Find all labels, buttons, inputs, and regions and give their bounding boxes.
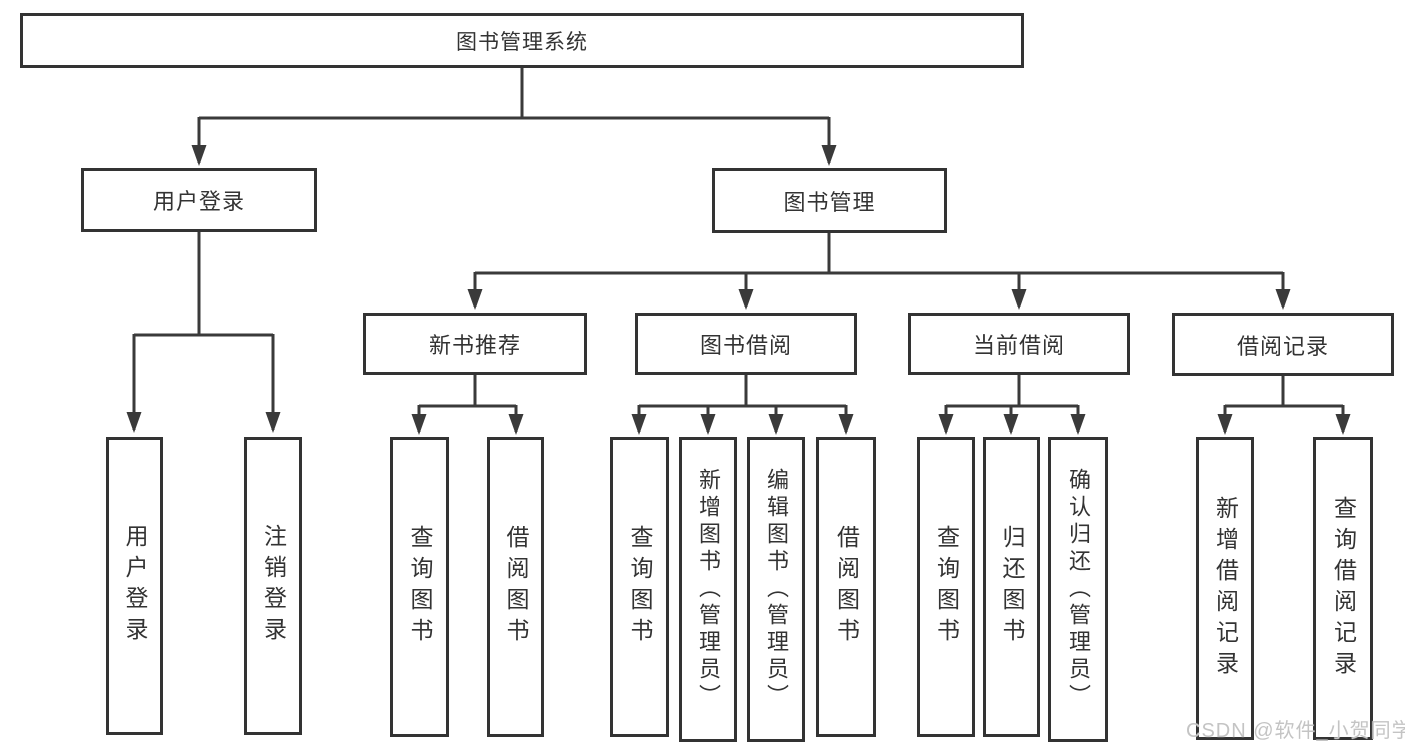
node-leaf-query-books-recommend: 查询图书 (390, 437, 449, 737)
node-leaf-confirm-return-admin: 确认归还（管理员） (1048, 437, 1108, 742)
node-leaf-query-books-borrow: 查询图书 (610, 437, 669, 737)
node-leaf-borrow-books-recommend: 借阅图书 (487, 437, 544, 737)
node-leaf-add-borrow-record: 新增借阅记录 (1196, 437, 1254, 740)
node-leaf-return-books: 归还图书 (983, 437, 1040, 737)
node-new-book-recommend: 新书推荐 (363, 313, 587, 375)
node-root: 图书管理系统 (20, 13, 1024, 68)
node-book-borrow: 图书借阅 (635, 313, 857, 375)
connectors-group (126, 65, 1351, 435)
node-leaf-borrow-books: 借阅图书 (816, 437, 876, 737)
node-current-borrow: 当前借阅 (908, 313, 1130, 375)
node-leaf-add-books-admin: 新增图书（管理员） (679, 437, 737, 742)
node-leaf-logout: 注销登录 (244, 437, 302, 735)
node-leaf-edit-books-admin: 编辑图书（管理员） (747, 437, 805, 742)
node-leaf-query-borrow-record: 查询借阅记录 (1313, 437, 1373, 740)
node-book-management: 图书管理 (712, 168, 947, 233)
csdn-watermark: CSDN @软件_小贺同学 (1186, 720, 1405, 742)
node-leaf-query-books-current: 查询图书 (917, 437, 975, 737)
node-leaf-user-login: 用户登录 (106, 437, 163, 735)
node-borrow-records: 借阅记录 (1172, 313, 1394, 376)
node-user-login: 用户登录 (81, 168, 317, 232)
